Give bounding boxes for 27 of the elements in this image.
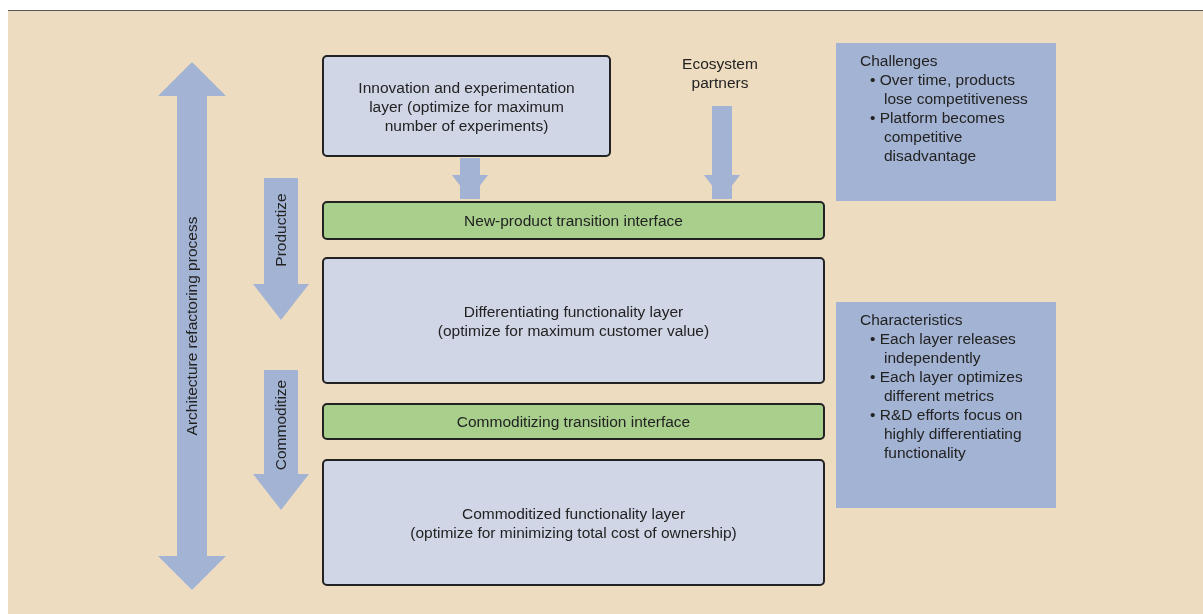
panel-heading: Challenges — [860, 51, 938, 70]
bullet-item: • Each layer optimizes different metrics — [870, 367, 1024, 405]
bullet-item: • Over time, products lose competitiveness — [870, 70, 1029, 108]
arrow — [704, 106, 740, 199]
node-title: Innovation and experimentation layer (optimize for maximum number of experiments) — [357, 77, 576, 135]
node-title: Commoditizing transition interface — [455, 412, 692, 431]
rotated-label: Architecture refactoring process — [182, 215, 201, 438]
interface-box — [322, 403, 825, 440]
bullet-item: • Each layer releases independently — [870, 329, 1017, 367]
rotated-label: Productize — [271, 192, 290, 269]
interface-box — [322, 201, 825, 240]
node-title: Commoditized functionality layer — [460, 503, 687, 523]
rotated-label: Commoditize — [271, 378, 290, 473]
node-title: New-product transition interface — [463, 211, 684, 230]
info-panel — [836, 43, 1056, 201]
layer-box — [322, 257, 825, 384]
bullet-item: • Platform becomes competitive disadvantage — [870, 108, 1006, 165]
bullet-item: • R&D efforts focus on highly differentiating functionality — [870, 405, 1024, 462]
arrow — [452, 158, 488, 199]
node-title: Differentiating functionality layer — [462, 301, 685, 321]
node-subtitle: (optimize for minimizing total cost of ownership) — [409, 522, 738, 542]
layer-box — [322, 459, 825, 586]
node-title: Ecosystem partners — [681, 54, 759, 92]
panel-heading: Characteristics — [860, 310, 963, 329]
layer-box — [322, 55, 611, 157]
info-panel — [836, 302, 1056, 508]
node-subtitle: (optimize for maximum customer value) — [436, 320, 711, 340]
